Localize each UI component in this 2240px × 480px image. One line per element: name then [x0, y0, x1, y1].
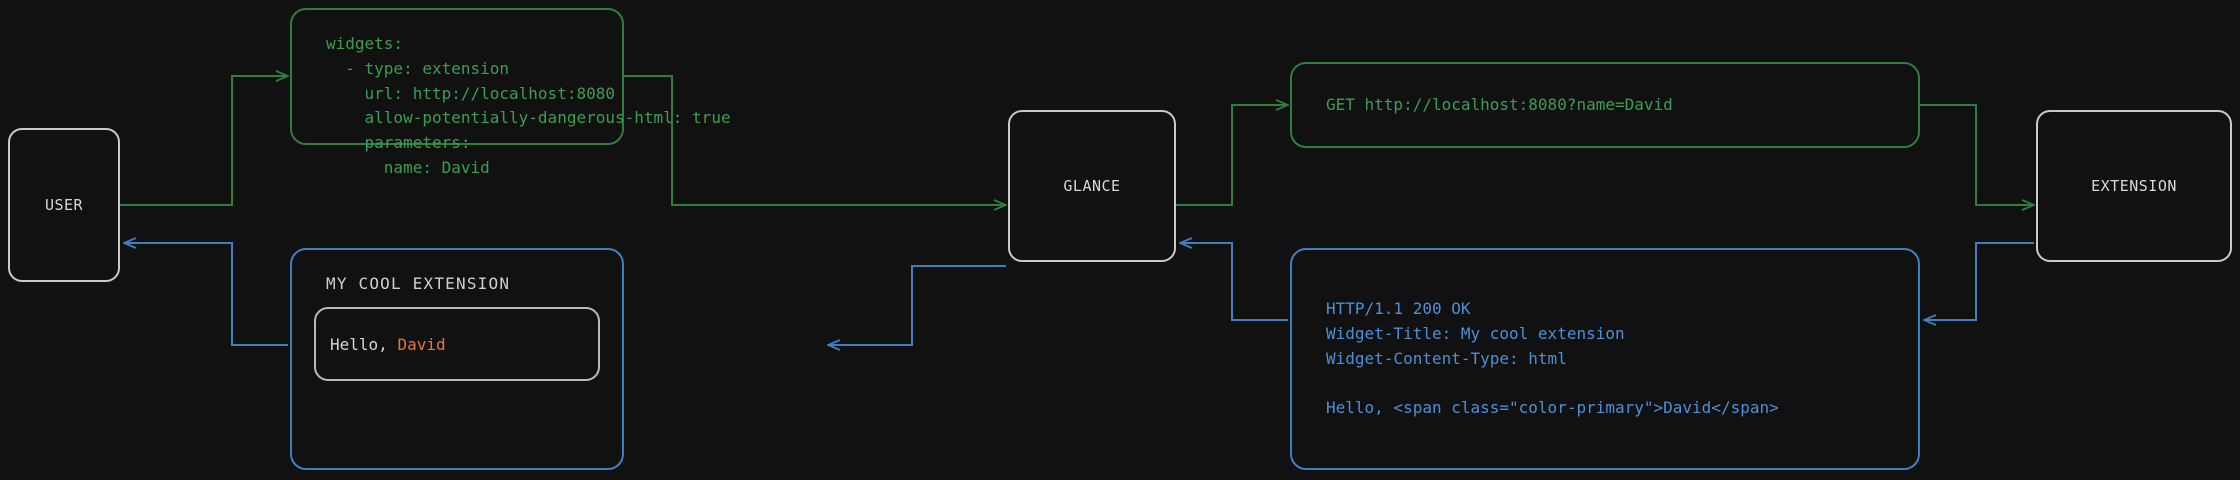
http-request-code: GET http://localhost:8080?name=David	[1326, 94, 1673, 114]
node-glance-label: GLANCE	[1063, 177, 1121, 195]
node-user[interactable]: USER	[8, 128, 120, 282]
wire-widget-to-user	[124, 243, 288, 346]
wire-config-to-glance	[624, 75, 1006, 205]
node-extension[interactable]: EXTENSION	[2036, 110, 2232, 262]
http-request-box: GET http://localhost:8080?name=David	[1290, 62, 1920, 148]
node-extension-label: EXTENSION	[2091, 177, 2177, 195]
wire-user-to-config	[120, 76, 288, 206]
wire-request-to-extension	[1920, 104, 2034, 205]
wire-glance-to-request	[1176, 105, 1288, 206]
widget-name-value: David	[397, 334, 446, 354]
node-glance[interactable]: GLANCE	[1008, 110, 1176, 262]
wire-response-to-glance	[1180, 243, 1288, 321]
widget-preview-box: MY COOL EXTENSION Hello, David	[290, 248, 624, 470]
widget-title: MY COOL EXTENSION	[326, 274, 511, 293]
http-response-code: HTTP/1.1 200 OK Widget-Title: My cool ex…	[1326, 299, 1779, 418]
wire-glance-to-widget	[828, 265, 1006, 345]
http-response-box: HTTP/1.1 200 OK Widget-Title: My cool ex…	[1290, 248, 1920, 470]
config-yaml-box: widgets: - type: extension url: http://l…	[290, 8, 731, 177]
node-user-label: USER	[44, 196, 84, 214]
widget-greeting-text: Hello,	[330, 334, 398, 354]
config-yaml-code: widgets: - type: extension url: http://l…	[326, 34, 731, 177]
wire-extension-to-response	[1924, 242, 2034, 320]
widget-content-frame: Hello, David	[314, 307, 600, 381]
